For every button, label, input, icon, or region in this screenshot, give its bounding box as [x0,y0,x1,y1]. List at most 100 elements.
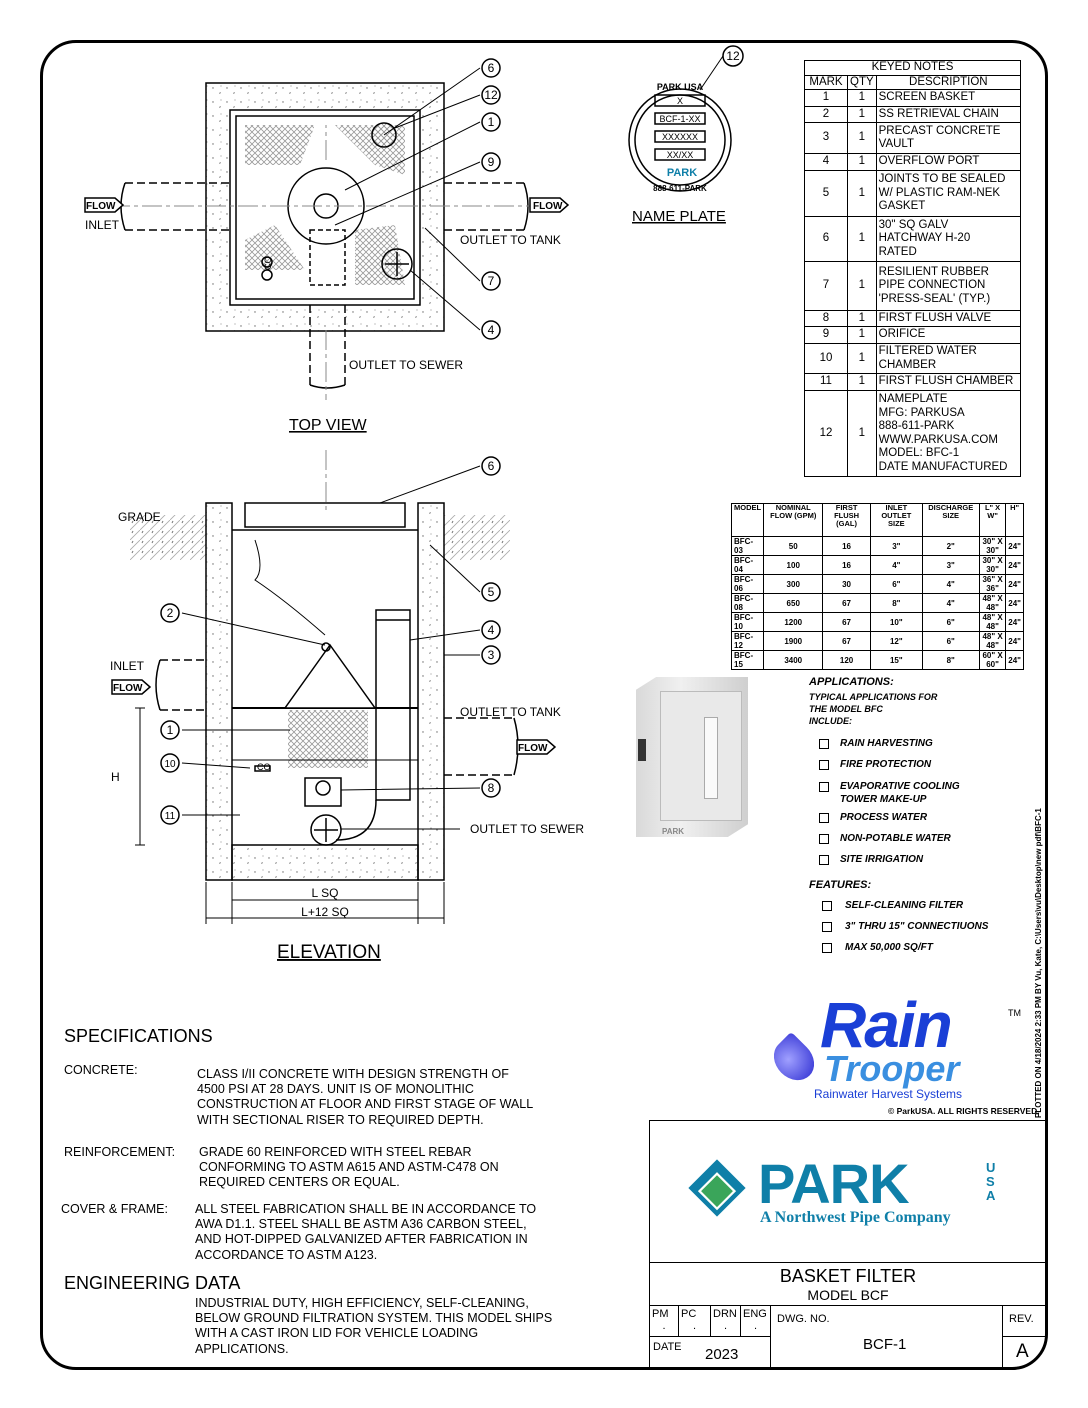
model-cell: 4" [921,574,980,594]
trooper-text: Trooper [824,1048,960,1089]
co-label: CO [263,257,273,271]
note-qty: 1 [847,216,877,262]
feature-item: SELF-CLEANING FILTER [845,900,964,911]
model-cell: BFC-06 [730,574,765,594]
col-header: MODEL [730,503,765,537]
copyright: © ParkUSA. ALL RIGHTS RESERVED. [888,1106,1040,1116]
mark-1: 1 [488,115,495,129]
model-cell: 1900 [763,631,824,651]
col-header: L" X W" [978,503,1007,537]
eng-label: ENG [743,1308,767,1320]
description-line: 30" SQ GALV [878,218,949,231]
mark-6: 6 [488,459,495,473]
rev-label: REV. [1009,1313,1034,1325]
pc-value: . [692,1320,697,1332]
model-cell: 36" X 36" [978,574,1007,594]
mark-8: 8 [488,781,495,795]
model-cell: 50 [763,536,824,556]
note-qty: 1 [847,310,877,327]
date-value: 2023 [705,1346,739,1363]
description-line: CHAMBER [878,358,937,371]
model-cell: BFC-12 [730,631,765,651]
text-line: GRADE 60 REINFORCED WITH STEEL REBAR [199,1145,472,1159]
model-cell: 3" [870,536,923,556]
spec-label: REINFORCEMENT: [64,1145,176,1159]
note-mark: 1 [804,89,848,107]
text-line: CONFORMING TO ASTM A615 AND ASTM-C478 ON [199,1160,499,1175]
flow-label: FLOW [113,683,143,694]
description-line: HATCHWAY H-20 [878,232,971,245]
mark-12: 12 [484,88,498,102]
rain-text: Rain [820,989,953,1061]
model-cell: 24" [1005,536,1024,556]
description-line: RESILIENT RUBBER [878,265,989,278]
model-cell: 24" [1005,650,1024,670]
mark-10: 10 [164,759,176,770]
model-cell: BFC-10 [730,612,765,632]
drawing-title: BASKET FILTER [779,1266,917,1286]
model-cell: 120 [822,650,872,670]
model-cell: 3" [921,555,980,575]
model-cell: 1200 [763,612,824,632]
text-line: WITH SECTIONAL RISER TO REQUIRED DEPTH. [197,1112,484,1127]
note-qty: 1 [847,153,877,171]
model-cell: 300 [763,574,824,594]
col-header: INLET OUTLET SIZE [870,503,923,537]
model-cell: BFC-08 [730,593,765,613]
outlet-tank-label: OUTLET TO TANK [460,233,561,247]
model-cell: 4" [870,555,923,575]
note-qty: 1 [847,390,877,477]
plot-stamp: PLOTTED ON 4/18/2024 2:33 PM BY Vu, Kate… [1034,808,1043,1118]
checkbox [822,943,832,953]
note-mark: 6 [804,216,848,262]
intro-line: INCLUDE: [809,716,852,726]
model-cell: 15" [870,650,923,670]
model-table: MODEL NOMINAL FLOW (GPM) FIRST FLUSH (GA… [730,503,1024,670]
nameplate-title: NAME PLATE [632,208,726,225]
photo-label: PARK [662,827,685,836]
park-tagline: A Northwest Pipe Company [760,1209,951,1226]
intro-line: TYPICAL APPLICATIONS FOR [809,692,938,702]
model-cell: 8" [921,650,980,670]
text-line: AWA D1.1. STEEL SHALL BE ASTM A36 CARBON… [195,1217,527,1232]
dwg-number: BCF-1 [863,1336,907,1353]
nameplate-field: XXXXXX [662,132,698,142]
model-cell: 24" [1005,612,1024,632]
intro-line: THE MODEL BFC [809,704,883,714]
description-line: SCREEN BASKET [878,91,976,104]
mark-3: 3 [488,648,495,662]
mark-1: 1 [167,723,174,737]
application-item: FIRE PROTECTION [840,759,932,770]
outlet-sewer-label: OUTLET TO SEWER [470,822,584,836]
feature-item: 3" THRU 15" CONNECTIUONS [845,921,989,932]
flow-label: FLOW [518,743,548,754]
model-cell: 6" [870,574,923,594]
note-description: FIRST FLUSH CHAMBER [875,373,1022,391]
mark-9: 9 [488,155,495,169]
spec-label: CONCRETE: [64,1063,138,1077]
model-cell: 24" [1005,555,1024,575]
note-description: ORIFICE [875,326,1022,344]
model-cell: 10" [870,612,923,632]
description-line: WWW.PARKUSA.COM [878,433,998,446]
model-cell: 24" [1005,631,1024,651]
nameplate-logo: PARK [667,167,697,179]
model-cell: 16 [822,555,872,575]
rain-trooper-logo: Rain TM Trooper Rainwater Harvest System… [765,989,1042,1120]
checkbox [819,855,829,865]
features-title: FEATURES: [809,879,872,891]
model-cell: 48" X 48" [978,593,1007,613]
application-item: PROCESS WATER [840,812,928,823]
model-cell: 24" [1005,574,1024,594]
description-line: FILTERED WATER [878,345,977,357]
description-line: FIRST FLUSH VALVE [878,311,992,324]
drawing-subtitle: MODEL BCF [807,1287,889,1303]
